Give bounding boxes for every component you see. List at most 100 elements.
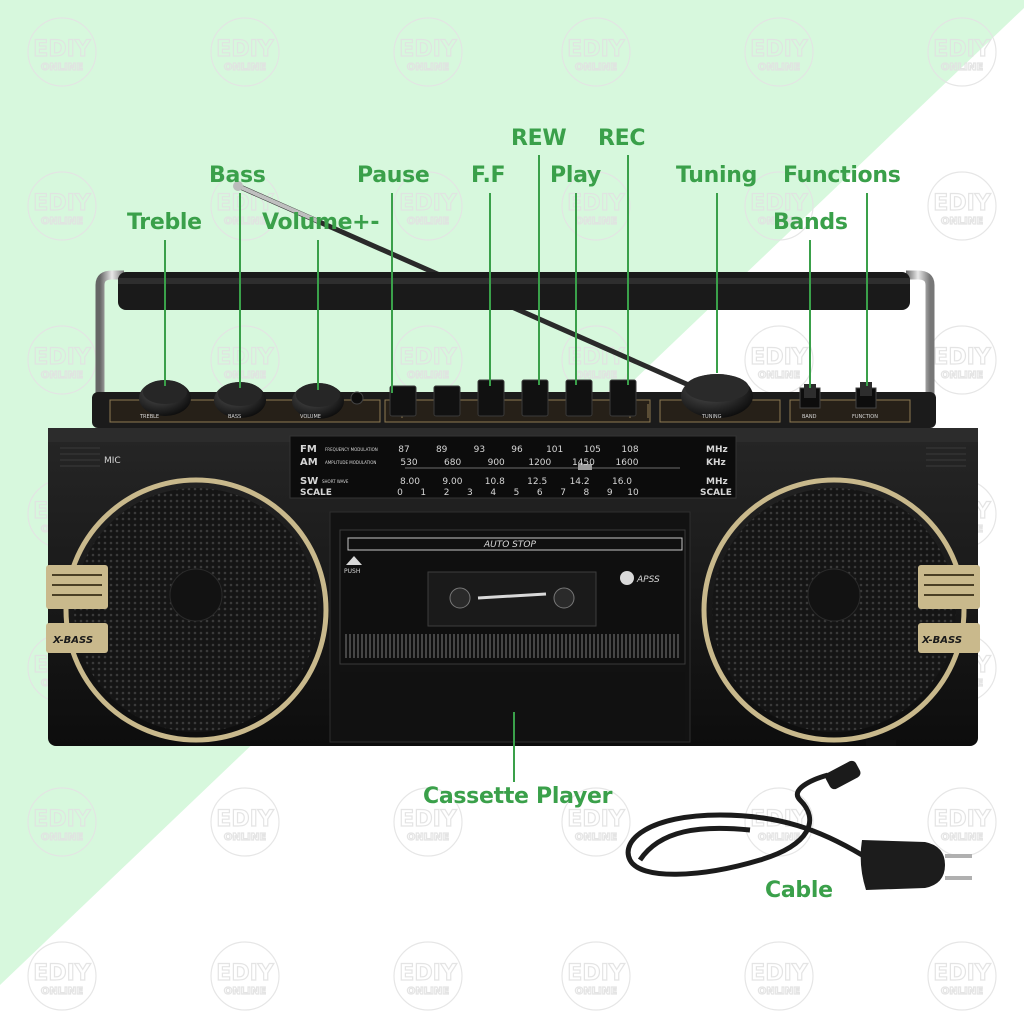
am-unit: KHz <box>706 458 726 468</box>
svg-text:EDIY: EDIY <box>567 807 625 832</box>
svg-text:EDIY: EDIY <box>399 37 457 62</box>
play-leader <box>575 193 577 385</box>
side-vents <box>60 447 966 467</box>
auto-stop-label: AUTO STOP <box>483 540 536 550</box>
band-deck-label: BAND <box>802 414 817 420</box>
sw-value: 16.0 <box>612 477 632 487</box>
scale-value: 6 <box>537 488 543 498</box>
svg-text:ONLINE: ONLINE <box>224 62 266 73</box>
svg-text:ONLINE: ONLINE <box>575 216 617 227</box>
tuning-leader <box>716 193 718 373</box>
svg-text:ONLINE: ONLINE <box>41 62 83 73</box>
dial-labels: FM FREQUENCY MODULATION AM AMPLITUDE MOD… <box>300 444 732 498</box>
scale-value: 5 <box>514 488 520 498</box>
bass-leader <box>239 193 241 388</box>
scale-value: 7 <box>560 488 566 498</box>
am-band-label: AM <box>300 457 318 468</box>
sw-value: 10.8 <box>485 477 505 487</box>
fm-unit: MHz <box>706 445 728 455</box>
mic-label: MIC <box>104 456 121 466</box>
svg-text:EDIY: EDIY <box>750 191 808 216</box>
treble-leader <box>164 240 166 386</box>
svg-text:EDIY: EDIY <box>567 961 625 986</box>
callout-volume: Volume+- <box>262 210 380 235</box>
svg-text:ONLINE: ONLINE <box>407 62 449 73</box>
svg-text:ONLINE: ONLINE <box>41 370 83 381</box>
callout-rec: REC <box>598 126 646 151</box>
pause-leader <box>391 193 393 393</box>
svg-text:ONLINE: ONLINE <box>758 216 800 227</box>
cassette-deck <box>329 511 691 743</box>
sw-band-sublabel: SHORT WAVE <box>322 479 349 484</box>
svg-text:ONLINE: ONLINE <box>758 370 800 381</box>
callout-rew: REW <box>511 126 567 151</box>
svg-text:EDIY: EDIY <box>399 961 457 986</box>
svg-text:ONLINE: ONLINE <box>224 216 266 227</box>
xbass-badge-right <box>918 565 980 653</box>
svg-text:EDIY: EDIY <box>33 345 91 370</box>
scale-value: 1 <box>420 488 426 498</box>
svg-text:ONLINE: ONLINE <box>758 832 800 843</box>
volume-leader <box>317 240 319 390</box>
power-cable <box>625 760 972 890</box>
cassette-leader <box>513 712 515 782</box>
svg-text:EDIY: EDIY <box>933 37 991 62</box>
svg-text:ONLINE: ONLINE <box>407 370 449 381</box>
left-speaker <box>63 477 329 743</box>
svg-text:EDIY: EDIY <box>33 961 91 986</box>
svg-text:EDIY: EDIY <box>399 807 457 832</box>
bands-leader <box>809 240 811 388</box>
svg-text:ONLINE: ONLINE <box>941 370 983 381</box>
tuning-knob <box>681 374 753 418</box>
svg-text:EDIY: EDIY <box>216 191 274 216</box>
svg-text:EDIY: EDIY <box>216 961 274 986</box>
svg-text:ONLINE: ONLINE <box>575 370 617 381</box>
apss-label: APSS <box>636 575 660 585</box>
svg-text:EDIY: EDIY <box>216 807 274 832</box>
svg-text:ONLINE: ONLINE <box>941 832 983 843</box>
svg-text:EDIY: EDIY <box>567 37 625 62</box>
fm-band-sublabel: FREQUENCY MODULATION <box>325 447 378 452</box>
svg-text:ONLINE: ONLINE <box>758 62 800 73</box>
bass-knob <box>214 382 266 418</box>
transport-keys <box>389 379 637 417</box>
push-label: PUSH <box>344 568 360 575</box>
fm-value: 93 <box>474 445 485 455</box>
rec-leader <box>627 155 629 385</box>
scale-value: 9 <box>607 488 613 498</box>
svg-text:EDIY: EDIY <box>399 191 457 216</box>
svg-text:ONLINE: ONLINE <box>941 986 983 997</box>
am-band-sublabel: AMPLITUDE MODULATION <box>325 460 376 465</box>
scale-value: 10 <box>627 488 639 498</box>
svg-text:ONLINE: ONLINE <box>407 216 449 227</box>
svg-text:ONLINE: ONLINE <box>407 986 449 997</box>
fm-band-label: FM <box>300 444 317 455</box>
svg-text:EDIY: EDIY <box>750 961 808 986</box>
svg-text:EDIY: EDIY <box>933 345 991 370</box>
am-value: 1450 <box>572 458 595 468</box>
am-value: 530 <box>400 458 417 468</box>
svg-text:EDIY: EDIY <box>933 191 991 216</box>
sw-value: 14.2 <box>570 477 590 487</box>
scale-value: 3 <box>467 488 473 498</box>
scale-label: SCALE <box>300 488 332 498</box>
sw-band-label: SW <box>300 476 318 487</box>
sw-value: 12.5 <box>527 477 547 487</box>
slide-switches <box>799 382 877 409</box>
scale-value: 2 <box>444 488 450 498</box>
xbass-badge-left <box>46 565 108 653</box>
volume-knob <box>292 383 344 419</box>
